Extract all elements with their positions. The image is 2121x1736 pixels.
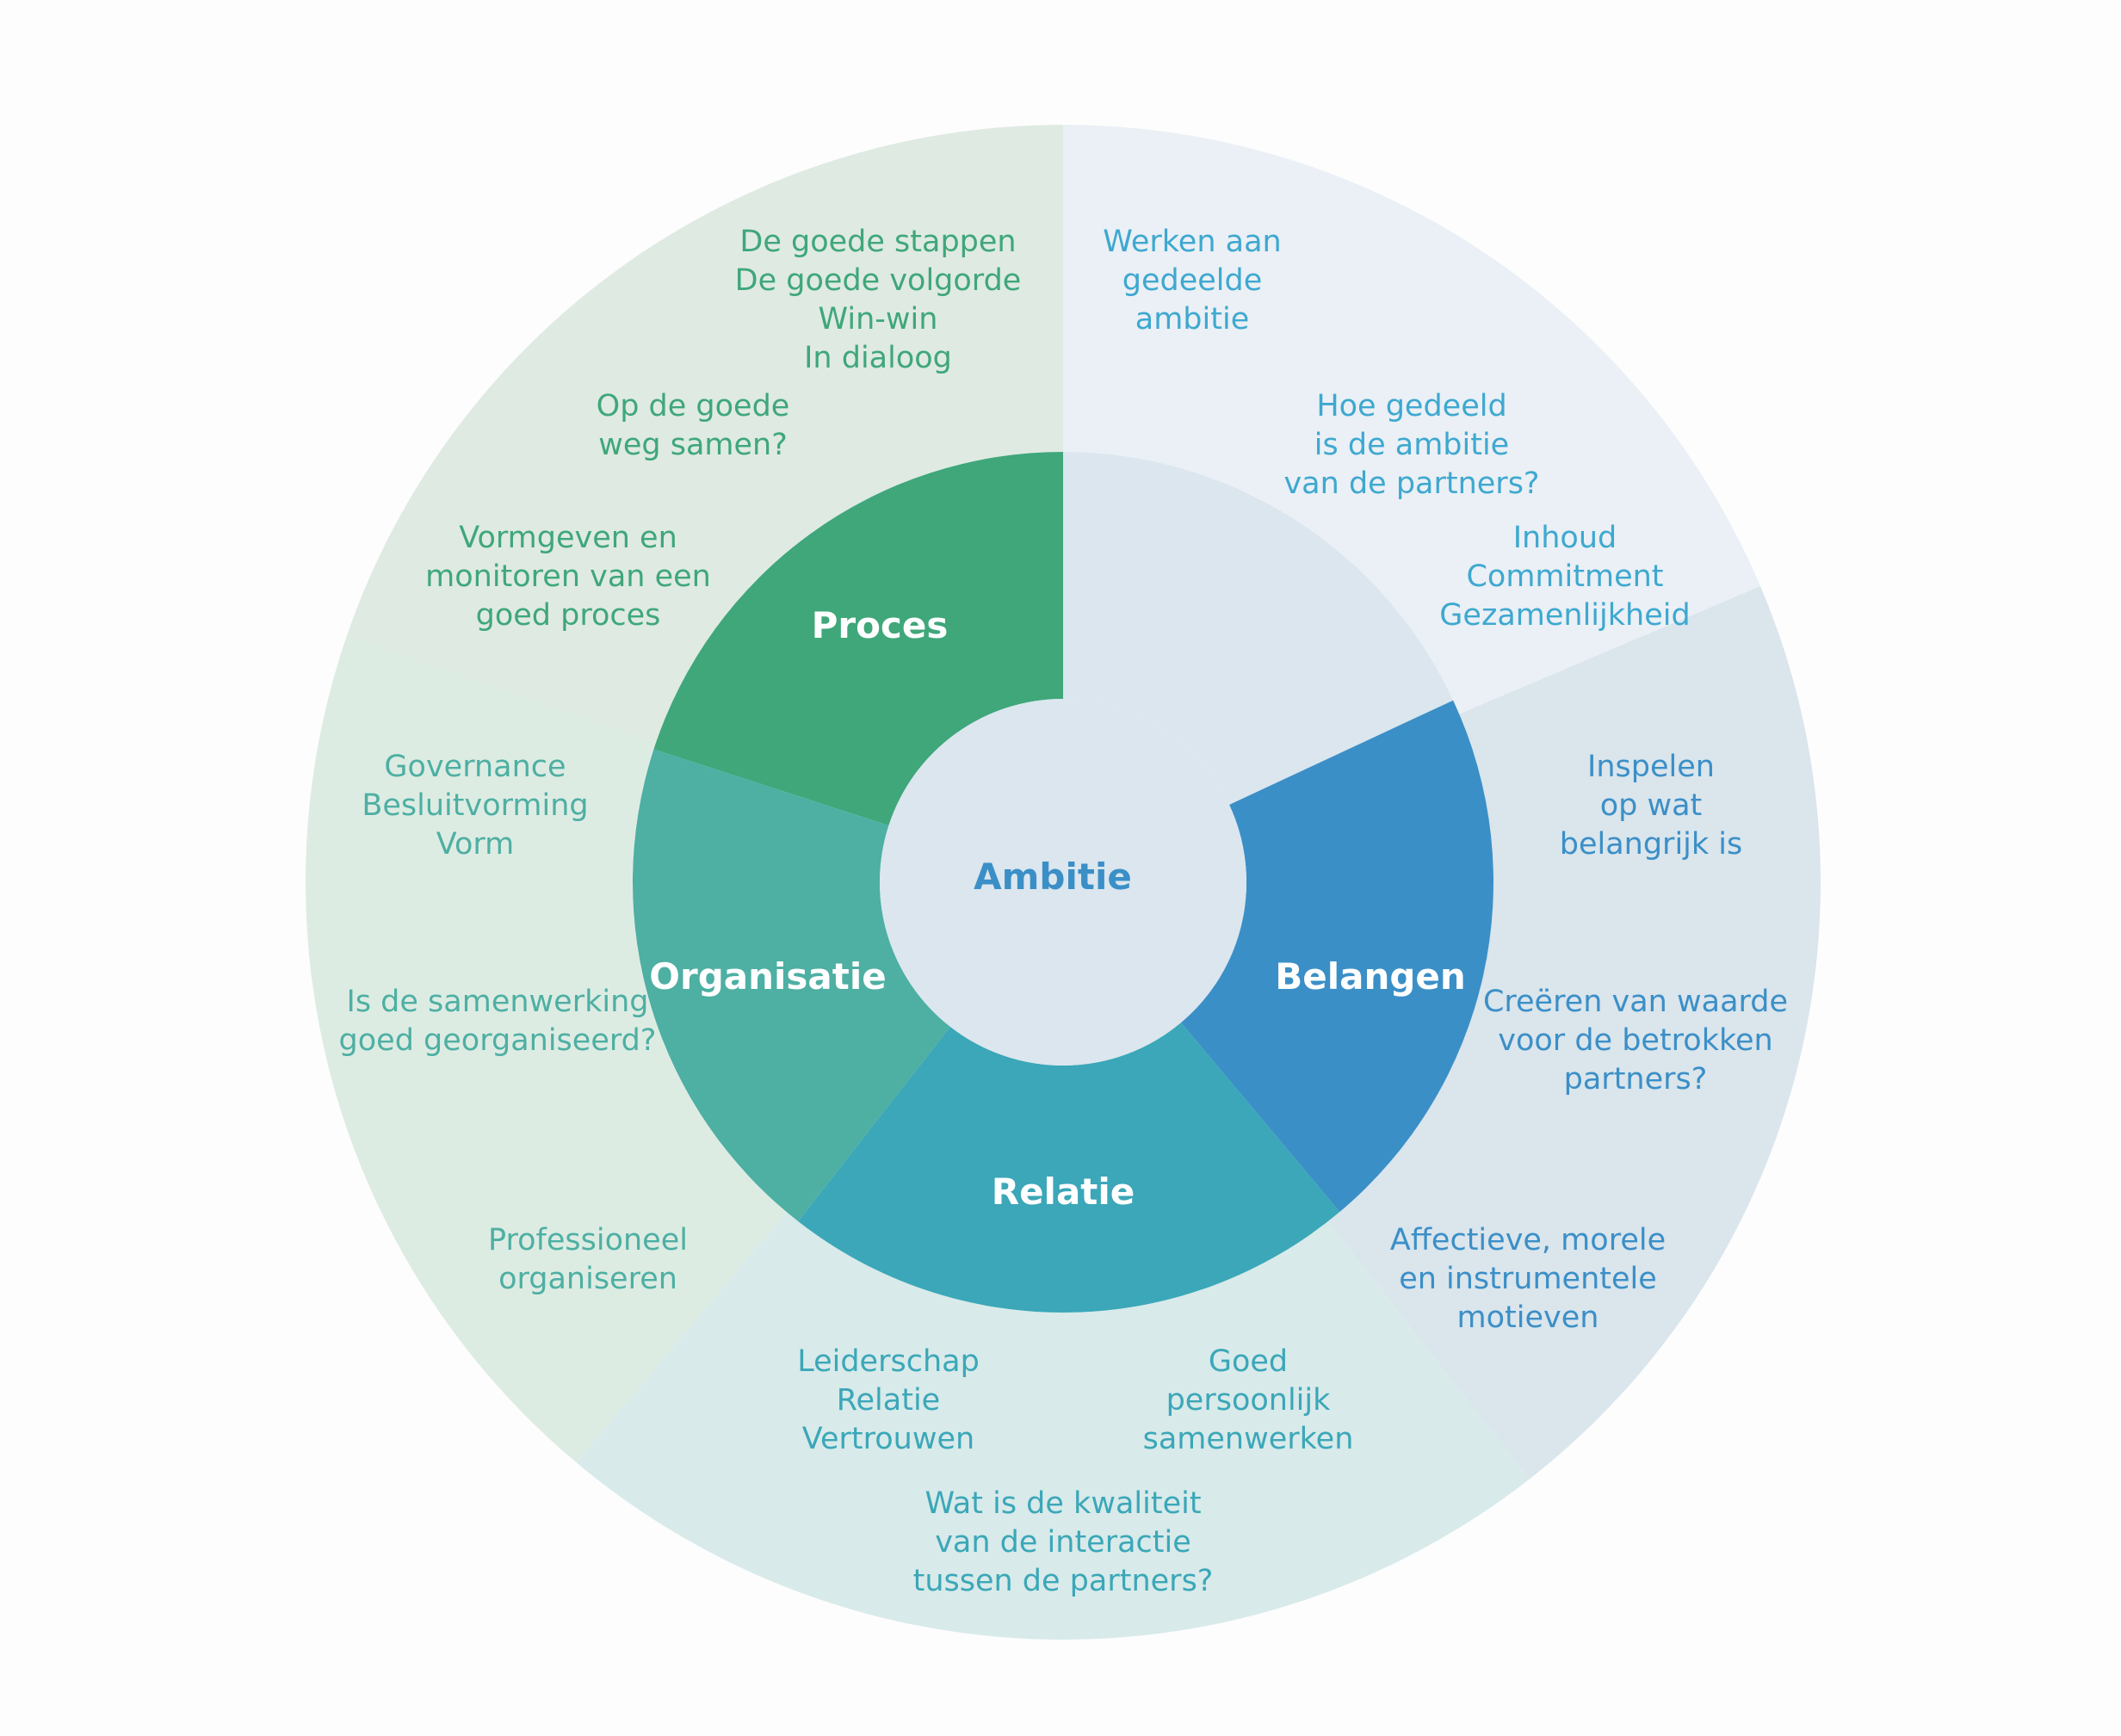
inner-ring xyxy=(633,452,1494,1313)
note-proces-3: Vormgeven en monitoren van een goed proces xyxy=(425,521,711,633)
note-line: Vormgeven en xyxy=(459,521,677,555)
segment-title-relatie: Relatie xyxy=(992,1171,1135,1213)
note-belangen-1: Inspelen op wat belangrijk is xyxy=(1560,750,1743,862)
segment-title-proces: Proces xyxy=(812,604,949,646)
note-line: Goed xyxy=(1209,1344,1288,1379)
note-line: Is de samenwerking xyxy=(347,985,649,1019)
note-line: organiseren xyxy=(498,1262,677,1296)
note-line: gedeelde xyxy=(1122,263,1263,298)
note-line: tussen de partners? xyxy=(913,1564,1214,1598)
note-belangen-2: Creëren van waarde voor de betrokken partn… xyxy=(1483,985,1788,1097)
note-line: is de ambitie xyxy=(1314,428,1509,462)
note-line: Creëren van waarde xyxy=(1483,985,1788,1019)
note-line: Professioneel xyxy=(488,1223,688,1257)
note-relatie-3: Wat is de kwaliteit van de interactie tuss… xyxy=(913,1486,1214,1598)
note-line: Werken aan xyxy=(1103,225,1281,259)
note-line: samenwerken xyxy=(1143,1422,1354,1456)
note-ambitie-1: Werken aan gedeelde ambitie xyxy=(1103,225,1281,337)
note-organisatie-3: Professioneel organiseren xyxy=(488,1223,688,1296)
note-line: Vertrouwen xyxy=(802,1422,974,1456)
note-line: Hoe gedeeld xyxy=(1316,389,1506,423)
center-disc xyxy=(880,699,1246,1066)
note-line: Op de goede xyxy=(597,389,790,423)
outer-sector-belangen xyxy=(1327,586,1821,1480)
note-line: Inhoud xyxy=(1513,521,1617,555)
note-line: Inspelen xyxy=(1587,750,1715,784)
note-line: De goede stappen xyxy=(739,225,1016,259)
outer-ring xyxy=(305,125,1821,1640)
note-line: Relatie xyxy=(837,1383,940,1418)
inner-sector-proces xyxy=(653,452,1063,826)
outer-sector-proces xyxy=(346,125,1063,743)
outer-sector-organisatie xyxy=(305,635,787,1463)
note-line: goed proces xyxy=(476,598,661,633)
segment-title-organisatie: Organisatie xyxy=(649,955,886,998)
note-line: monitoren van een xyxy=(425,559,711,594)
note-line: De goede volgorde xyxy=(735,263,1022,298)
note-proces-2: Op de goede weg samen? xyxy=(597,389,790,462)
note-line: weg samen? xyxy=(598,428,788,462)
note-line: Win-win xyxy=(819,302,938,337)
note-ambitie-2: Hoe gedeeld is de ambitie van de partners? xyxy=(1283,389,1539,501)
note-line: ambitie xyxy=(1135,302,1249,337)
inner-sector-relatie xyxy=(798,1022,1340,1313)
note-organisatie-2: Is de samenwerking goed georganiseerd? xyxy=(339,985,657,1058)
note-line: persoonlijk xyxy=(1166,1383,1332,1418)
inner-sector-belangen xyxy=(1180,700,1494,1213)
inner-sector-ambitie xyxy=(1063,452,1454,805)
note-line: partners? xyxy=(1564,1062,1708,1097)
outer-sector-relatie xyxy=(576,1212,1530,1640)
note-line: motieven xyxy=(1457,1300,1599,1335)
note-line: Vorm xyxy=(436,827,515,862)
note-line: van de interactie xyxy=(935,1525,1191,1560)
note-line: Leiderschap xyxy=(797,1344,980,1379)
note-line: op wat xyxy=(1600,788,1703,823)
note-line: en instrumentele xyxy=(1399,1262,1657,1296)
note-line: Governance xyxy=(384,750,566,784)
center-label: Ambitie xyxy=(974,856,1132,898)
note-line: voor de betrokken xyxy=(1498,1023,1772,1058)
note-line: Gezamenlijkheid xyxy=(1439,598,1690,633)
note-line: goed georganiseerd? xyxy=(339,1023,657,1058)
segment-title-belangen: Belangen xyxy=(1275,955,1466,998)
outer-sector-ambitie xyxy=(1063,125,1761,714)
note-line: Commitment xyxy=(1466,559,1663,594)
note-line: Affectieve, morele xyxy=(1390,1223,1666,1257)
note-line: Besluitvorming xyxy=(362,788,588,823)
note-line: belangrijk is xyxy=(1560,827,1743,862)
note-line: In dialoog xyxy=(804,341,952,375)
note-relatie-2: Goed persoonlijk samenwerken xyxy=(1143,1344,1354,1456)
inner-sector-organisatie xyxy=(633,749,950,1222)
note-belangen-3: Affectieve, morele en instrumentele motiev… xyxy=(1390,1223,1666,1335)
note-line: van de partners? xyxy=(1283,466,1539,501)
note-line: Wat is de kwaliteit xyxy=(924,1486,1201,1521)
